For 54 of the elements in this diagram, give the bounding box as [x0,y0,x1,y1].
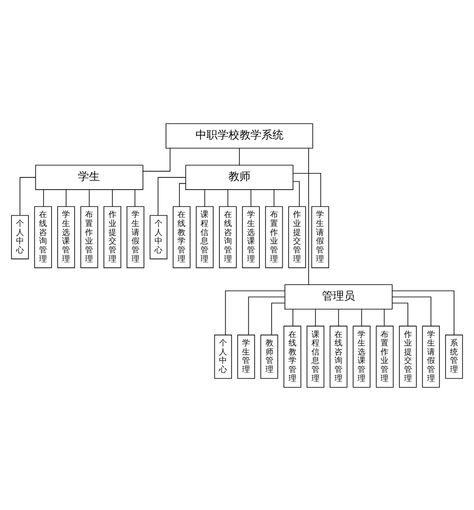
connector [142,147,170,172]
node-box: 在线咨询管理 [219,206,237,268]
node-box: 学生选课管理 [352,325,370,388]
node-box: 课程信息管理 [196,206,214,268]
connector [271,302,286,335]
node-box: 系统管理 [445,334,463,378]
node-box: 学生请假管理 [126,206,144,268]
connector [112,188,113,206]
connector [392,290,454,335]
connector [384,308,385,326]
connector [292,308,294,326]
node-box: 在线咨询管理 [34,206,52,268]
node-box: 布置作业管理 [265,206,283,268]
node-box: 学生请假管理 [311,206,330,268]
connector [225,290,285,335]
node-box: 在线教学管理 [284,325,302,388]
node-box: 在线教学管理 [172,206,190,268]
node-box: 管理员 [284,284,393,309]
node-box: 布置作业管理 [376,325,394,388]
node-box: 课程信息管理 [306,325,324,388]
connector [43,188,44,206]
connector [361,308,362,326]
connector [239,148,240,165]
node-box: 在线咨询管理 [330,325,348,388]
node-box: 教师管理 [260,334,278,378]
node-box: 学生请假管理 [422,325,440,388]
node-box: 个人中心 [150,214,168,259]
connector [315,308,316,326]
connector [88,188,90,206]
connector [292,172,322,206]
node-box: 作业提交管理 [399,325,417,388]
node-box: 作业提交管理 [288,206,306,268]
connector [134,188,136,206]
node-box: 学生选课管理 [242,206,260,268]
node-box: 布置作业管理 [80,206,98,268]
node-box: 个人中心 [214,334,232,378]
connector [250,188,252,206]
connector [248,296,285,335]
connector [204,188,206,206]
connector [392,302,408,326]
connector [20,176,36,216]
node-box: 中职学校教学系统 [166,122,314,148]
node-box: 学生管理 [237,334,255,378]
node-box: 个人中心 [11,214,29,259]
connector [338,308,339,326]
connector [158,176,186,216]
node-box: 学生选课管理 [57,206,75,268]
connector [179,182,186,206]
connector [392,296,432,326]
connector [292,180,300,206]
node-box: 学生 [35,164,144,190]
node-box: 作业提交管理 [104,206,122,268]
connector [308,147,309,284]
node-box: 教师 [185,164,294,190]
